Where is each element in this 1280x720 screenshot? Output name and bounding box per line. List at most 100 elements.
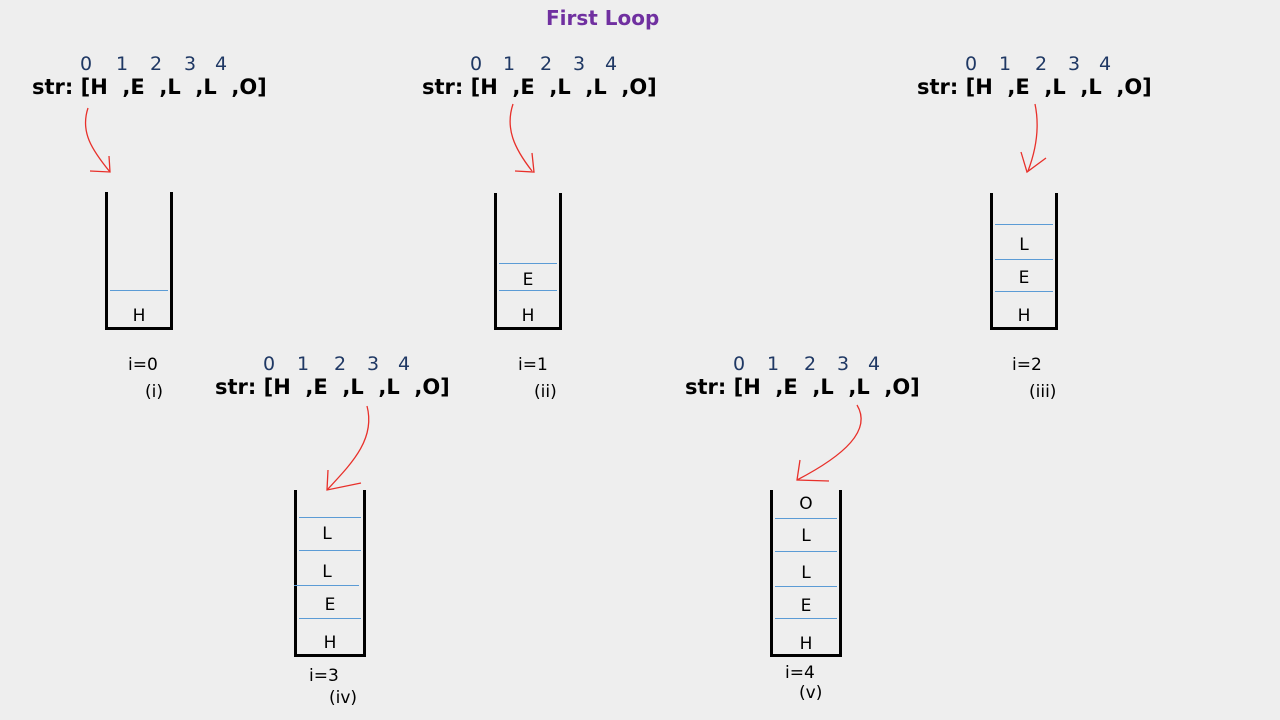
str-label: str: (215, 375, 257, 399)
stack-container: E H (494, 193, 562, 330)
stack-cell: L (322, 562, 332, 582)
stack-cell: H (132, 306, 146, 326)
panel-numeral: (v) (799, 683, 823, 703)
array-item: ,E (512, 75, 535, 99)
array-item: ,L (549, 75, 571, 99)
index-label: 0 (263, 353, 276, 375)
index-label: 1 (999, 53, 1012, 75)
array-string: str: [H ,E ,L ,L ,O] (215, 377, 450, 398)
stack-separator (775, 551, 837, 552)
stack-separator (775, 618, 837, 619)
index-label: 0 (733, 353, 746, 375)
index-label: 1 (503, 53, 516, 75)
panel-numeral: (iv) (329, 688, 358, 708)
array-item: ,L (848, 375, 870, 399)
array-item: ,O] (414, 375, 450, 399)
str-label: str: (685, 375, 727, 399)
array-item: ,L (342, 375, 364, 399)
index-label: 0 (470, 53, 483, 75)
array-item: ,O] (1116, 75, 1152, 99)
index-label: 2 (1035, 53, 1048, 75)
array-item: ,L (812, 375, 834, 399)
array-string: str: [H ,E ,L ,L ,O] (422, 77, 657, 98)
arrow-panel-2 (1027, 103, 1038, 172)
index-label: 2 (540, 53, 553, 75)
stack-separator (775, 518, 837, 519)
array-item: ,E (1007, 75, 1030, 99)
array-item: [H (470, 75, 498, 99)
index-label: 1 (297, 353, 310, 375)
panel-numeral: (ii) (534, 382, 557, 402)
array-item: ,L (1044, 75, 1066, 99)
index-label: 3 (367, 353, 380, 375)
array-item: ,E (305, 375, 328, 399)
stack-cell: H (799, 634, 813, 654)
iteration-label: i=2 (1012, 355, 1042, 375)
page-title: First Loop (546, 6, 660, 30)
array-item: ,O] (884, 375, 920, 399)
stack-cell: E (324, 595, 336, 615)
stack-separator (299, 550, 361, 551)
arrow-panel-0 (84, 107, 111, 173)
stack-separator (995, 224, 1053, 225)
stack-separator (299, 618, 361, 619)
arrowhead-panel-3 (326, 469, 362, 491)
index-label: 3 (573, 53, 586, 75)
stack-cell: L (801, 563, 811, 583)
array-item: [H (263, 375, 291, 399)
array-item: ,L (159, 75, 181, 99)
stack-separator (294, 585, 359, 586)
stack-cell: L (801, 526, 811, 546)
stack-separator (775, 586, 837, 587)
arrow-panel-1 (509, 103, 533, 172)
panel-numeral: (iii) (1029, 382, 1057, 402)
stack-container: O L L E H (770, 490, 842, 657)
array-item: ,L (1080, 75, 1102, 99)
array-item: [H (733, 375, 761, 399)
array-string: str: [H ,E ,L ,L ,O] (917, 77, 1152, 98)
arrowhead-panel-2 (1020, 151, 1047, 174)
index-label: 4 (605, 53, 618, 75)
iteration-label: i=4 (785, 663, 815, 683)
index-label: 3 (1068, 53, 1081, 75)
stack-container: L E H (990, 193, 1058, 330)
stack-cell: L (1019, 235, 1029, 255)
array-item: [H (965, 75, 993, 99)
iteration-label: i=1 (518, 355, 548, 375)
arrow-panel-4 (796, 404, 862, 481)
stack-cell: E (800, 596, 812, 616)
index-label: 4 (868, 353, 881, 375)
stack-separator (995, 259, 1053, 260)
arrowhead-panel-4 (796, 459, 830, 482)
index-label: 1 (116, 53, 129, 75)
stack-cell: H (1017, 306, 1031, 326)
index-label: 1 (767, 353, 780, 375)
stack-cell: E (522, 270, 534, 290)
str-label: str: (917, 75, 959, 99)
index-label: 4 (398, 353, 411, 375)
array-item: ,O] (231, 75, 267, 99)
iteration-label: i=3 (309, 666, 339, 686)
iteration-label: i=0 (128, 355, 158, 375)
index-label: 0 (80, 53, 93, 75)
array-item: ,L (378, 375, 400, 399)
arrowhead-panel-1 (514, 152, 535, 173)
arrow-panel-3 (326, 405, 370, 491)
index-label: 3 (837, 353, 850, 375)
array-string: str: [H ,E ,L ,L ,O] (685, 377, 920, 398)
stack-separator (995, 291, 1053, 292)
index-label: 4 (1099, 53, 1112, 75)
index-label: 2 (150, 53, 163, 75)
arrowhead-panel-0 (89, 155, 111, 173)
panel-numeral: (i) (145, 382, 163, 402)
str-label: str: (32, 75, 74, 99)
index-label: 0 (965, 53, 978, 75)
stack-container: L L E H (294, 490, 366, 657)
array-item: ,E (122, 75, 145, 99)
index-label: 4 (215, 53, 228, 75)
array-item: ,O] (621, 75, 657, 99)
array-string: str: [H ,E ,L ,L ,O] (32, 77, 267, 98)
stack-separator (110, 290, 168, 291)
array-item: ,L (585, 75, 607, 99)
